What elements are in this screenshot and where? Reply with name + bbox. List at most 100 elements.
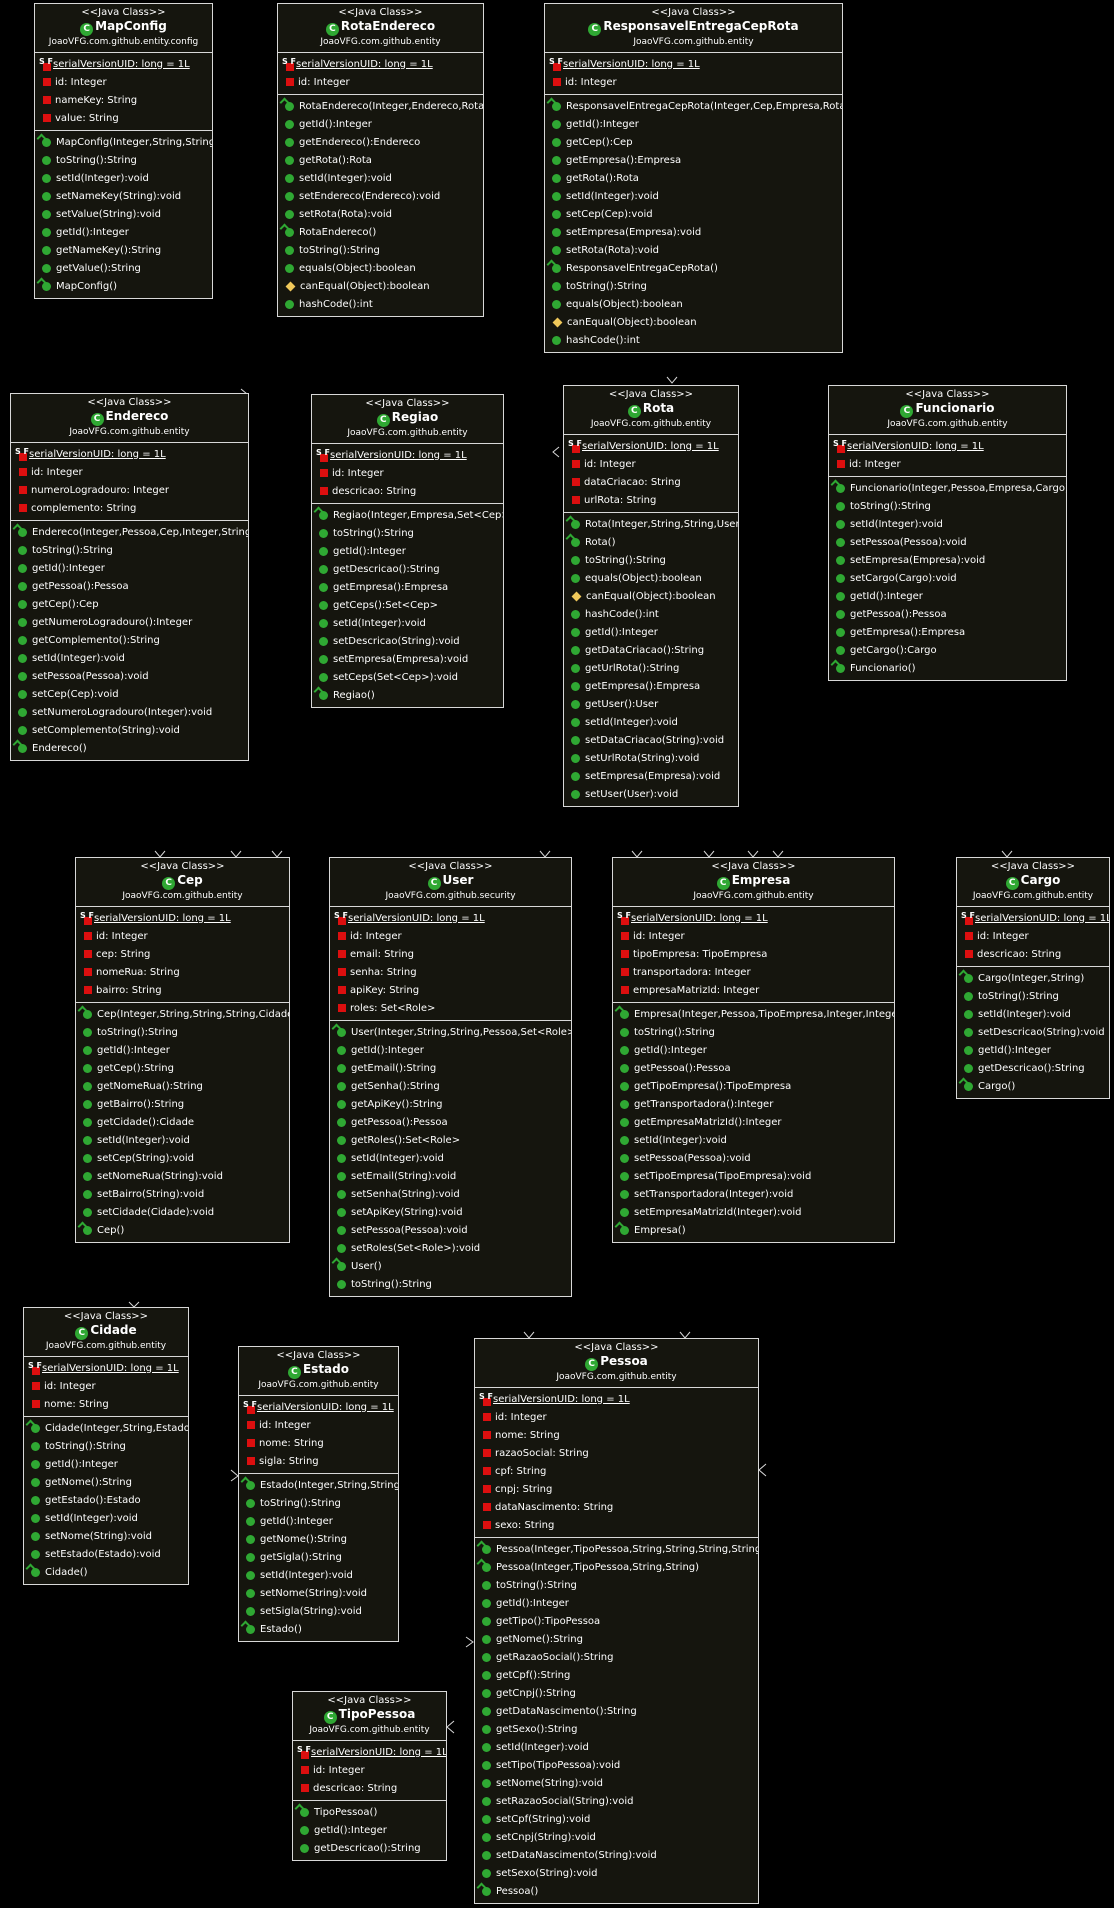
method-text: setCidade(Cidade):void — [97, 1206, 215, 1218]
method-text: setEmpresaMatrizId(Integer):void — [634, 1206, 802, 1218]
method-row: setEmpresa(Empresa):void — [829, 551, 1066, 569]
public-method-icon — [964, 991, 973, 1001]
class-icon: C — [287, 1366, 301, 1379]
constructor-icon — [552, 101, 561, 111]
attribute-row: apiKey: String — [330, 981, 571, 999]
public-method-icon — [482, 1742, 491, 1752]
method-row: setId(Integer):void — [613, 1131, 894, 1149]
method-row: setTransportadora(Integer):void — [613, 1185, 894, 1203]
constructor-icon — [571, 519, 580, 529]
attribute-text: nomeRua: String — [96, 966, 180, 978]
public-method-icon — [620, 1135, 629, 1145]
method-text: toString():String — [56, 154, 137, 166]
public-method-icon — [42, 173, 51, 183]
class-name-text: Cargo — [1020, 873, 1061, 887]
package-label: JoaoVFG.com.github.entity — [556, 1372, 677, 1382]
method-row: setPessoa(Pessoa):void — [330, 1221, 571, 1239]
method-row: Pessoa(Integer,TipoPessoa,String,String,… — [475, 1540, 758, 1558]
method-text: getRota():Rota — [566, 172, 639, 184]
method-row: setCep(Cep):void — [11, 685, 248, 703]
method-text: setTipoEmpresa(TipoEmpresa):void — [634, 1170, 812, 1182]
method-row: Funcionario() — [829, 659, 1066, 677]
method-row: getPessoa():Pessoa — [11, 577, 248, 595]
method-row: setSenha(String):void — [330, 1185, 571, 1203]
public-method-icon — [18, 725, 27, 735]
method-text: getId():Integer — [32, 562, 105, 574]
attribute-row: descricao: String — [312, 482, 503, 500]
method-text: getApiKey():String — [351, 1098, 443, 1110]
methods-section: MapConfig(Integer,String,String)toString… — [35, 131, 212, 298]
public-method-icon — [836, 501, 845, 511]
method-text: setNumeroLogradouro(Integer):void — [32, 706, 213, 718]
attribute-text: numeroLogradouro: Integer — [31, 484, 170, 496]
method-text: Regiao() — [333, 689, 375, 701]
method-text: setNome(String):void — [496, 1777, 603, 1789]
method-text: getDescricao():String — [333, 563, 440, 575]
method-text: setCep(String):void — [97, 1152, 194, 1164]
private-field-icon — [247, 1421, 255, 1429]
attribute-row: senha: String — [330, 963, 571, 981]
method-row: setEmpresa(Empresa):void — [312, 650, 503, 668]
method-text: toString():String — [978, 990, 1059, 1002]
method-row: getEmpresa():Empresa — [564, 677, 738, 695]
method-text: setComplemento(String):void — [32, 724, 180, 736]
method-row: Cep() — [76, 1221, 289, 1239]
attribute-row: descricao: String — [957, 945, 1109, 963]
attribute-text: id: Integer — [584, 458, 636, 470]
private-field-icon — [572, 460, 580, 468]
method-text: getTipoEmpresa():TipoEmpresa — [634, 1080, 792, 1092]
method-text: setId(Integer):void — [634, 1134, 727, 1146]
stereotype-label: <<Java Class>> — [276, 1350, 361, 1361]
class-icon: C — [90, 413, 104, 426]
method-row: setBairro(String):void — [76, 1185, 289, 1203]
method-row: setCpf(String):void — [475, 1810, 758, 1828]
arrowhead-rota-top — [666, 376, 678, 384]
method-row: toString():String — [613, 1023, 894, 1041]
public-method-icon — [285, 209, 294, 219]
constructor-icon — [319, 510, 328, 520]
attribute-text: id: Integer — [495, 1411, 547, 1423]
attribute-text: bairro: String — [96, 984, 162, 996]
method-row: setId(Integer):void — [564, 713, 738, 731]
class-icon: C — [325, 23, 339, 36]
private-field-icon — [338, 968, 346, 976]
attribute-row: complemento: String — [11, 499, 248, 517]
private-field-icon — [301, 1766, 309, 1774]
attribute-row: id: Integer — [76, 927, 289, 945]
public-method-icon — [319, 528, 328, 538]
method-row: getId():Integer — [613, 1041, 894, 1059]
class-name-text: Estado — [302, 1362, 349, 1376]
constructor-icon — [571, 537, 580, 547]
method-text: setValue(String):void — [56, 208, 161, 220]
method-row: setCeps(Set<Cep>):void — [312, 668, 503, 686]
method-text: Endereco(Integer,Pessoa,Cep,Integer,Stri… — [32, 526, 248, 538]
method-row: setId(Integer):void — [278, 169, 483, 187]
public-method-icon — [319, 546, 328, 556]
public-method-icon — [337, 1045, 346, 1055]
method-row: getRazaoSocial():String — [475, 1648, 758, 1666]
stereotype-label: <<Java Class>> — [574, 1342, 659, 1353]
method-text: setTransportadora(Integer):void — [634, 1188, 794, 1200]
method-row: setEmail(String):void — [330, 1167, 571, 1185]
